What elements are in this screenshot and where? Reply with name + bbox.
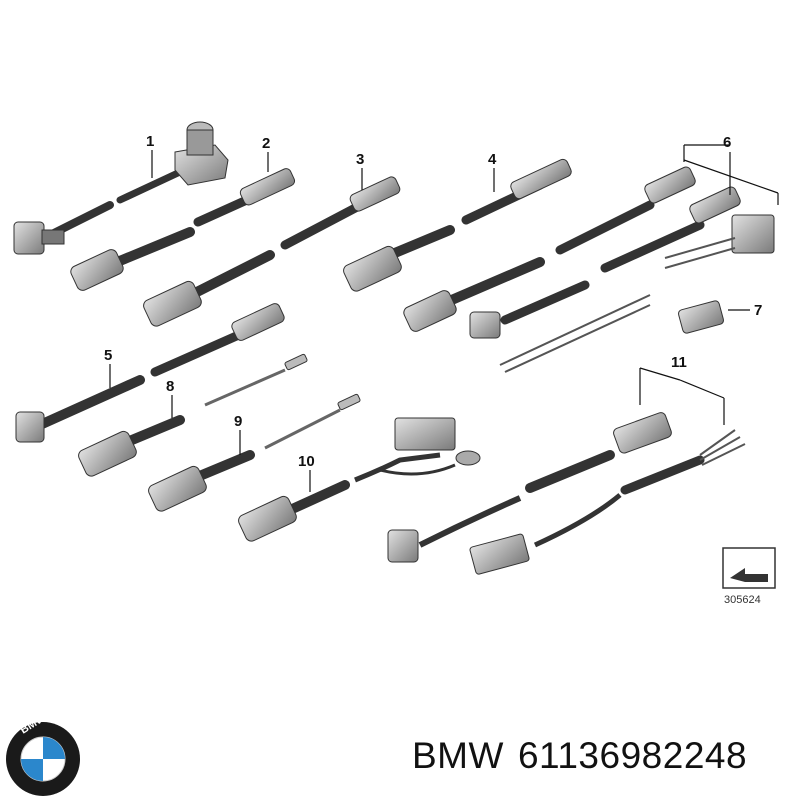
reference-box xyxy=(722,547,776,589)
part-3-cable xyxy=(143,176,401,327)
reference-number: 305624 xyxy=(724,594,761,606)
brand-part-label: BMW 61136982248 xyxy=(412,735,761,777)
part-1-cable xyxy=(13,121,229,255)
part-10-cable xyxy=(238,417,481,542)
callout-10: 10 xyxy=(298,453,315,470)
part-5-cable xyxy=(15,303,285,443)
callout-11-leader xyxy=(639,367,725,425)
part-2-cable xyxy=(70,168,296,291)
callout-6: 6 xyxy=(723,134,731,151)
logo-quadrant-blue-2 xyxy=(21,759,43,781)
callout-1: 1 xyxy=(146,133,154,150)
callout-3: 3 xyxy=(356,151,364,168)
part-number: 61136982248 xyxy=(517,735,748,776)
part-6-cable xyxy=(403,166,775,373)
callout-7: 7 xyxy=(754,302,762,319)
callout-9: 9 xyxy=(234,413,242,430)
callout-4: 4 xyxy=(488,151,497,168)
callout-5: 5 xyxy=(104,347,112,364)
callout-8: 8 xyxy=(166,378,174,395)
callout-2: 2 xyxy=(262,135,270,152)
part-7-connector xyxy=(678,300,750,334)
part-9-cable xyxy=(148,393,361,512)
callout-6-leader xyxy=(683,144,779,205)
part-11-cable xyxy=(387,412,746,575)
brand-name: BMW xyxy=(412,735,504,776)
logo-quadrant-blue-1 xyxy=(43,737,65,759)
bmw-logo: BMW xyxy=(6,720,80,796)
callout-11: 11 xyxy=(671,354,687,371)
part-8-cable xyxy=(78,353,308,477)
part-4-cable xyxy=(343,158,572,292)
